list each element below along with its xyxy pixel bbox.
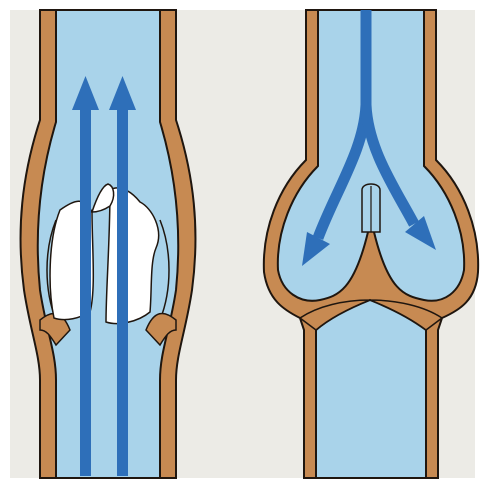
open-valve-panel — [21, 10, 196, 478]
vein-lumen-lower — [316, 300, 426, 478]
